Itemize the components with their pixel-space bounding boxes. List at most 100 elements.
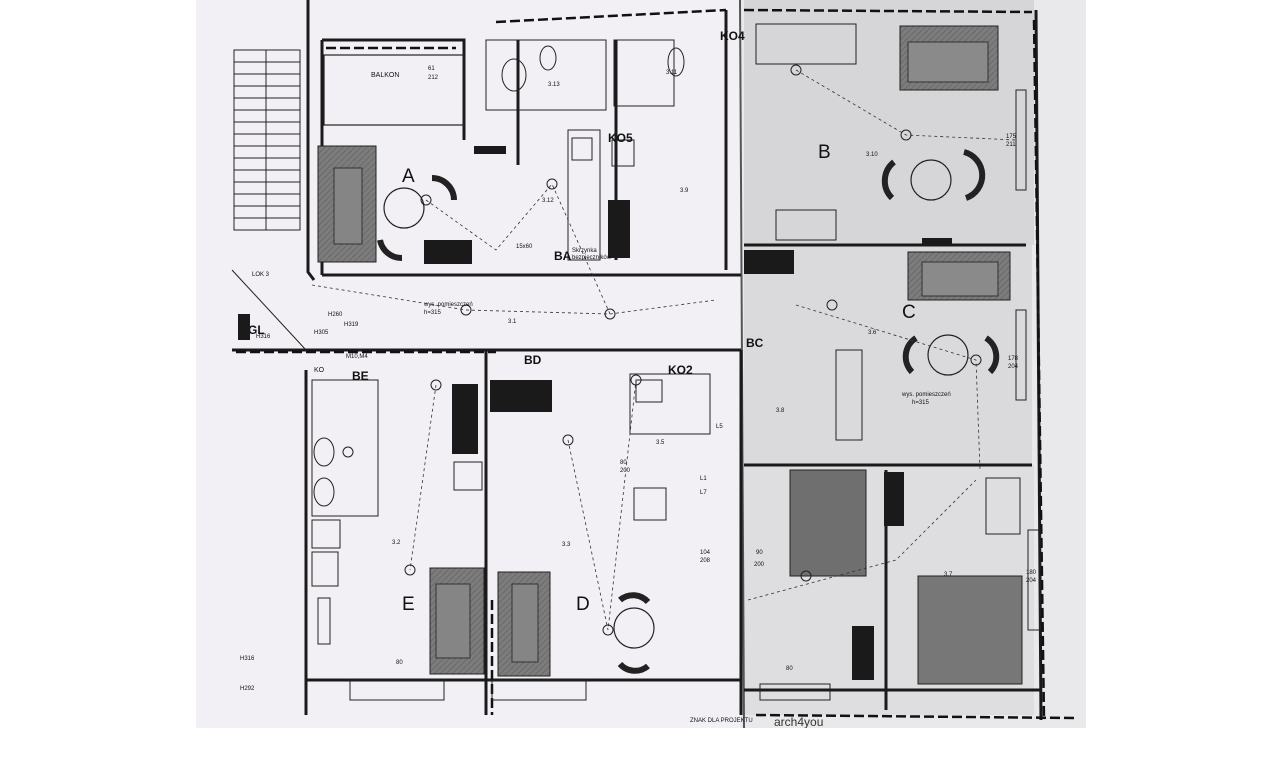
mark-l1: L1 bbox=[700, 476, 707, 482]
floor-plan-sheet: BALKON 61 212 A 3.12 3.13 3.11 KO5 BA Sk… bbox=[196, 0, 1086, 729]
unit-c-height-1: wys. pomieszczeń bbox=[901, 392, 951, 398]
footer-small-text: ZNAK DLA PROJEKTU bbox=[690, 718, 753, 724]
cabinet-bd bbox=[490, 380, 552, 412]
dim-208: 208 bbox=[700, 558, 711, 564]
fuse-box-1: Skrzynka bbox=[572, 248, 597, 254]
kitchen-ko5-left bbox=[567, 129, 601, 261]
unit-a-label: A bbox=[402, 166, 415, 187]
balcony-dim-top: 61 bbox=[428, 66, 435, 72]
meter-gl bbox=[238, 314, 250, 340]
table-c bbox=[927, 334, 969, 376]
window-e bbox=[317, 597, 331, 645]
cooktop-e bbox=[311, 551, 339, 587]
radiator-a bbox=[474, 146, 506, 154]
dim-200c: 200 bbox=[754, 562, 765, 568]
ko2-label: KO2 bbox=[668, 363, 693, 377]
h319: H319 bbox=[344, 322, 359, 328]
ko-left-label: KO bbox=[314, 367, 325, 374]
corridor-height-1: wys. pomieszczeń bbox=[423, 302, 473, 308]
toilet-2 bbox=[667, 47, 685, 77]
window-bottom-left bbox=[349, 679, 445, 701]
toilet-1 bbox=[501, 58, 527, 92]
table-b bbox=[910, 159, 952, 201]
window-lr bbox=[1027, 529, 1041, 631]
kitchen-b bbox=[755, 23, 857, 65]
cabinet-a bbox=[424, 240, 472, 264]
wardrobe-d bbox=[452, 384, 478, 454]
dim-bottom-left: 80 bbox=[396, 660, 403, 666]
wardrobe-lr-1 bbox=[884, 472, 904, 526]
dim-200: 200 bbox=[620, 468, 631, 474]
chair-b2 bbox=[963, 149, 986, 201]
unit-c-label: C bbox=[902, 302, 916, 323]
bed-lower-right-1 bbox=[789, 469, 867, 577]
wardrobe-lr-2 bbox=[852, 626, 874, 680]
radiator-b bbox=[922, 238, 952, 244]
room-33: 3.3 bbox=[562, 542, 571, 548]
unit-e-label: E bbox=[402, 594, 415, 615]
room-313: 3.13 bbox=[548, 82, 560, 88]
core-be: BE bbox=[352, 369, 369, 383]
chair-d2 bbox=[617, 661, 650, 674]
shower-center bbox=[633, 487, 667, 521]
ko4-label: KO4 bbox=[720, 29, 745, 43]
kitchen-c bbox=[835, 349, 863, 441]
room-37: 3.7 bbox=[944, 572, 953, 578]
bathroom-ko2 bbox=[629, 373, 711, 435]
window-bottom-center bbox=[491, 679, 587, 701]
chair-d1 bbox=[618, 592, 651, 605]
desk-b bbox=[775, 209, 837, 241]
dim-c-1: 178 bbox=[1008, 356, 1019, 362]
chair-c2 bbox=[984, 335, 1000, 375]
room-38: 3.8 bbox=[776, 408, 785, 414]
sink-1 bbox=[539, 45, 557, 71]
room-36: 3.6 bbox=[868, 330, 877, 336]
dim-104: 104 bbox=[700, 550, 711, 556]
dim-15x60: 15x60 bbox=[516, 244, 533, 250]
floor-plan-drawing: BALKON 61 212 A 3.12 3.13 3.11 KO5 BA Sk… bbox=[196, 0, 1086, 729]
table-d bbox=[613, 607, 655, 649]
cabinet-c bbox=[744, 250, 794, 274]
h316-b: H316 bbox=[240, 656, 255, 662]
table-a bbox=[383, 187, 425, 229]
corridor-height-2: h=315 bbox=[424, 310, 442, 316]
bed-a-inner bbox=[333, 167, 363, 245]
h316-a: H316 bbox=[256, 334, 271, 340]
core-ba: BA bbox=[554, 249, 572, 263]
watermark: arch4you bbox=[774, 715, 823, 728]
fridge-ko5 bbox=[608, 200, 630, 258]
m10-label: M10,M4 bbox=[346, 354, 368, 360]
ko5-label: KO5 bbox=[608, 131, 633, 145]
dim-b-2: 211 bbox=[1006, 142, 1016, 148]
kitchen-sink-ko5 bbox=[571, 137, 593, 161]
h305: H305 bbox=[314, 330, 329, 336]
dim-80: 80 bbox=[620, 460, 627, 466]
sink-e-2 bbox=[311, 519, 341, 549]
window-c bbox=[1015, 309, 1027, 401]
light-fixtures bbox=[342, 64, 982, 636]
balcony-dim-bottom: 212 bbox=[428, 75, 439, 81]
cooktop-ko5 bbox=[611, 139, 635, 167]
chair-a2 bbox=[377, 239, 403, 262]
shower-1 bbox=[613, 39, 675, 107]
kitchen-p-ko2 bbox=[635, 379, 663, 403]
cooktop-d bbox=[453, 461, 483, 491]
dim-bottom-right: 80 bbox=[786, 666, 793, 672]
dim-b-1: 175 bbox=[1006, 134, 1017, 140]
wiring bbox=[311, 69, 1017, 631]
unit-c-height-2: h=315 bbox=[912, 400, 930, 406]
unit-d-label: D bbox=[576, 594, 590, 615]
chair-a1 bbox=[431, 175, 457, 201]
lok-label: LOK 3 bbox=[252, 272, 270, 278]
balcony-label: BALKON bbox=[371, 72, 399, 79]
toilet-e bbox=[313, 477, 335, 507]
room-35: 3.5 bbox=[656, 440, 665, 446]
bed-e-inner bbox=[435, 583, 471, 659]
room-39: 3.9 bbox=[680, 188, 689, 194]
boundary-dashes bbox=[236, 8, 1077, 721]
bed-d-inner bbox=[511, 583, 539, 663]
bathroom-e bbox=[311, 379, 379, 517]
bed-c-inner bbox=[921, 261, 999, 297]
bed-lower-right-2 bbox=[917, 575, 1023, 685]
core-gl: GL bbox=[248, 323, 265, 337]
